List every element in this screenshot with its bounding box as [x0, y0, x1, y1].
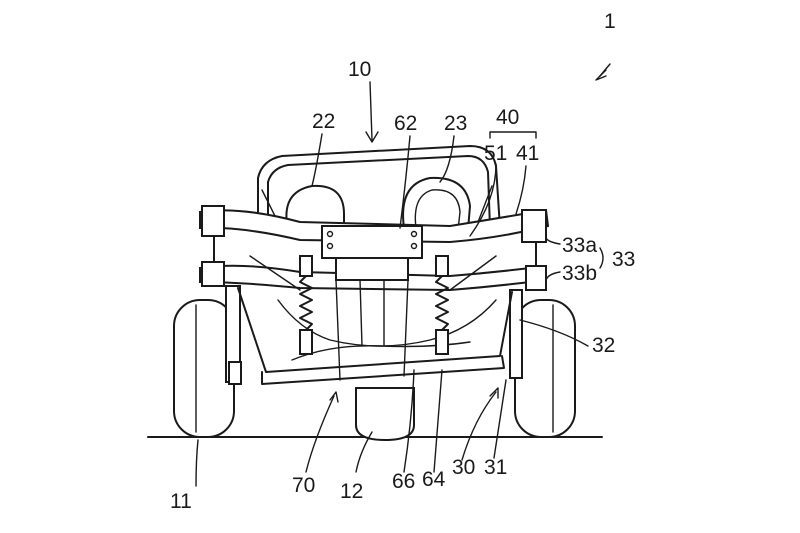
label-frame-top: 62	[394, 112, 417, 135]
left-shock	[299, 255, 313, 355]
label-seat-left: 22	[312, 110, 335, 133]
right-shock	[435, 255, 449, 355]
label-swing-unit: 70	[292, 474, 315, 497]
label-axle: 31	[484, 456, 507, 479]
left-mount	[201, 205, 242, 385]
center-rear-wheel	[355, 387, 415, 442]
leader-lines	[195, 63, 611, 487]
label-mount-upper: 33a	[562, 234, 597, 257]
center-frame	[321, 225, 423, 281]
label-figure-number: 1	[604, 10, 616, 33]
label-seat-right: 23	[444, 112, 467, 135]
label-mount-group: 33	[612, 248, 635, 271]
label-vehicle: 10	[348, 58, 371, 81]
label-suspension-arm: 51	[484, 142, 507, 165]
label-suspension-link: 41	[516, 142, 539, 165]
label-rear-wheel-center: 12	[340, 480, 363, 503]
reference-labels: 1 10 22 62 23 40 51 41 33a 33 33b 32 11 …	[170, 10, 635, 513]
label-mount-lower: 33b	[562, 262, 597, 285]
roll-cage	[257, 145, 501, 231]
seat-right	[402, 176, 472, 232]
label-rear-wheel-left: 11	[170, 490, 192, 513]
label-rear-arm: 32	[592, 334, 615, 357]
right-mount	[509, 209, 547, 379]
label-suspension-group: 40	[496, 106, 519, 129]
label-drive-unit: 30	[452, 456, 475, 479]
label-pivot: 66	[392, 470, 415, 493]
label-shock: 64	[422, 468, 446, 491]
